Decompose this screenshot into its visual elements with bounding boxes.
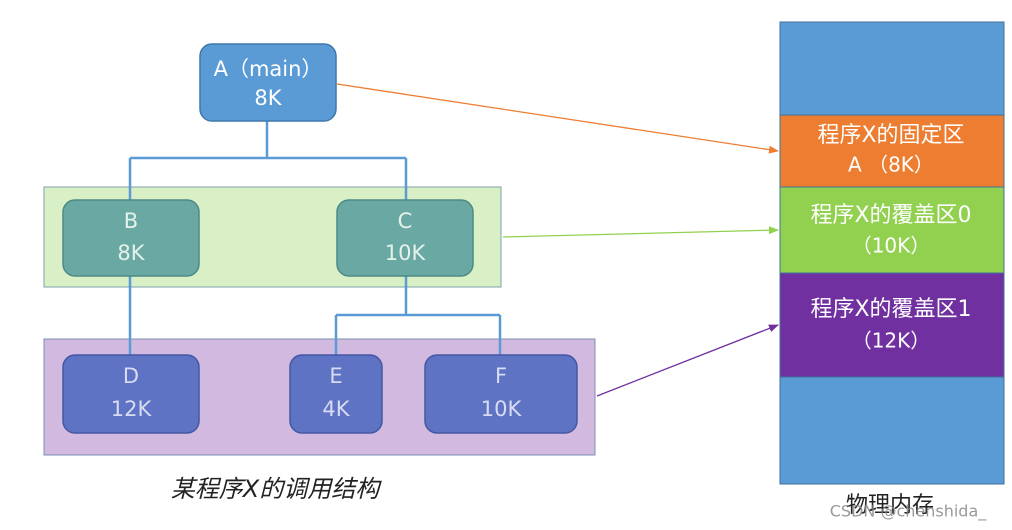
node-b: B 8K — [62, 199, 200, 277]
memory-overlay0-line1: 程序X的覆盖区0 — [810, 203, 971, 228]
node-a-name: A（main） — [214, 57, 323, 81]
node-a-size: 8K — [254, 86, 282, 110]
arrow-a-to-fixed — [336, 83, 779, 154]
physical-memory: 程序X的固定区 A （8K） 程序X的覆盖区0 （10K） 程序X的覆盖区1 （… — [779, 21, 1005, 485]
arrow-def-to-overlay1 — [596, 324, 779, 397]
node-d-size: 12K — [111, 397, 153, 421]
node-f: F 10K — [424, 354, 578, 434]
memory-fixed-line1: 程序X的固定区 — [817, 123, 964, 148]
node-d-name: D — [123, 364, 139, 388]
node-b-size: 8K — [117, 241, 145, 265]
node-c: C 10K — [336, 199, 474, 277]
diagram-caption: 某程序X的调用结构 — [171, 475, 382, 503]
node-f-size: 10K — [481, 397, 523, 421]
node-f-name: F — [495, 364, 507, 388]
memory-fixed-line2: A （8K） — [848, 153, 934, 177]
memory-label: 物理内存 — [846, 493, 934, 518]
node-d: D 12K — [62, 354, 200, 434]
memory-overlay0-line2: （10K） — [852, 234, 931, 258]
node-e: E 4K — [289, 354, 383, 434]
node-c-size: 10K — [385, 241, 427, 265]
memory-overlay1-area — [779, 272, 1005, 378]
memory-overlay1-line1: 程序X的覆盖区1 — [810, 297, 971, 322]
node-c-name: C — [398, 209, 413, 233]
arrow-bc-to-overlay0 — [502, 226, 779, 238]
tree-connectors — [128, 121, 502, 355]
watermark: CSDN @chenshida_ — [830, 502, 988, 522]
node-e-name: E — [329, 364, 342, 388]
memory-fixed-area — [779, 114, 1005, 188]
node-a: A（main） 8K — [199, 43, 337, 122]
node-b-name: B — [124, 209, 138, 233]
memory-overlay0-area — [779, 186, 1005, 274]
memory-overlay1-line2: （12K） — [852, 329, 931, 353]
node-e-size: 4K — [322, 397, 350, 421]
